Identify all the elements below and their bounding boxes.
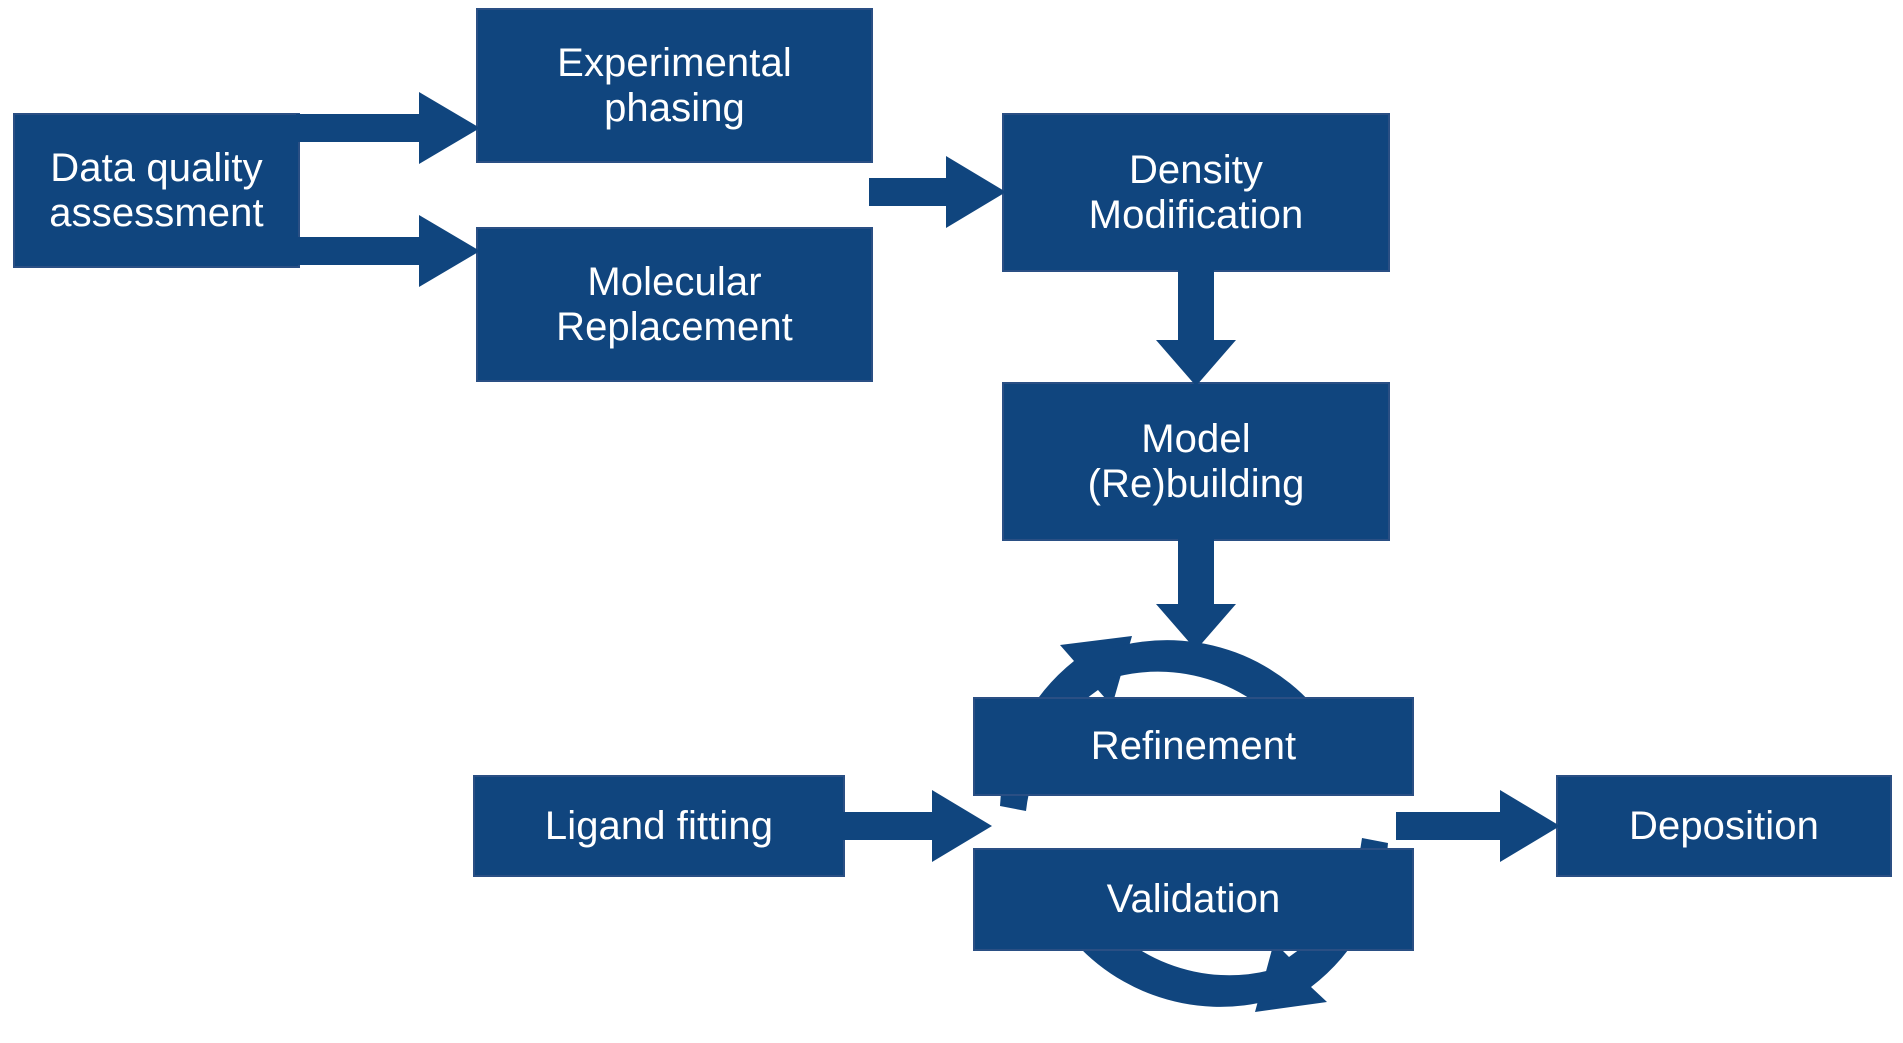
node-validation[interactable]: Validation xyxy=(973,848,1414,951)
node-ligand-fitting[interactable]: Ligand fitting xyxy=(473,775,845,877)
node-experimental-phasing[interactable]: Experimental phasing xyxy=(476,8,873,163)
node-model-rebuilding[interactable]: Model (Re)building xyxy=(1002,382,1390,541)
node-density-modification[interactable]: Density Modification xyxy=(1002,113,1390,272)
node-molecular-replacement[interactable]: Molecular Replacement xyxy=(476,227,873,382)
node-deposition[interactable]: Deposition xyxy=(1556,775,1892,877)
node-refinement[interactable]: Refinement xyxy=(973,697,1414,796)
node-data-quality-assessment[interactable]: Data quality assessment xyxy=(13,113,300,268)
